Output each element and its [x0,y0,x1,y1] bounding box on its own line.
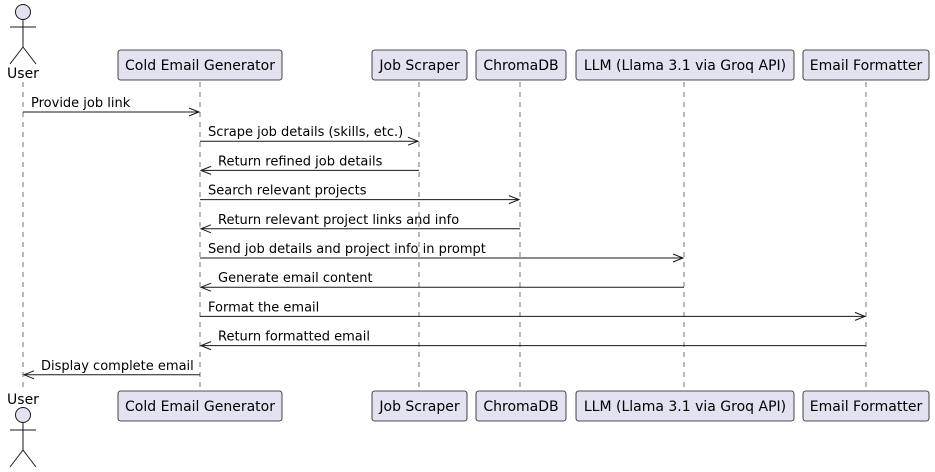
participant-box [371,49,468,81]
participant-label: LLM (Llama 3.1 via Groq API) [584,399,786,415]
participant-footer-llm: LLM (Llama 3.1 via Groq API) [575,390,795,422]
arrowhead-icon [199,282,212,292]
arrowhead-icon [508,195,521,205]
participant-label: Job Scraper [378,58,459,74]
actor-right-leg-icon [22,46,37,65]
arrowhead-icon [672,253,685,263]
message-label: Scrape job details (skills, etc.) [208,125,403,140]
participant-box [802,49,930,81]
actor-header-user: User [7,4,39,82]
participant-label: Cold Email Generator [125,399,275,415]
participant-footers: User Cold Email Generator Job Scraper Chrom… [7,390,930,468]
message-label: Provide job link [31,96,131,111]
actor-right-leg-icon [22,449,37,468]
participant-box [117,49,283,81]
actor-head-icon [15,407,31,423]
actor-figure: User [7,392,39,468]
actor-label: User [7,392,39,408]
message-label: Return relevant project links and info [218,213,459,228]
message-label: Format the email [208,300,319,315]
actor-footer-user: User [7,392,39,468]
participant-label: Email Formatter [810,58,923,74]
message-10: Display complete email [22,359,200,380]
arrowhead-icon [199,165,212,175]
message-3: Return refined job details [199,154,419,175]
message-7: Generate email content [199,271,684,292]
participant-label: Cold Email Generator [125,58,275,74]
message-4: Search relevant projects [200,184,521,205]
arrowhead-icon [199,224,212,234]
message-label: Search relevant projects [208,184,367,199]
arrowhead-icon [407,136,420,146]
participant-label: LLM (Llama 3.1 via Groq API) [584,58,786,74]
actor-left-leg-icon [9,46,24,65]
message-9: Return formatted email [199,330,866,351]
participant-label: ChromaDB [483,399,558,415]
arrowhead-icon [188,107,201,117]
participant-header-scraper: Job Scraper [371,49,468,81]
participant-label: Job Scraper [378,399,459,415]
participant-header-fmt: Email Formatter [802,49,930,81]
arrowhead-icon [854,311,867,321]
participant-label: ChromaDB [483,58,558,74]
message-label: Send job details and project info in pro… [208,242,486,257]
message-label: Generate email content [218,271,373,286]
message-5: Return relevant project links and info [199,213,520,234]
participant-box [575,49,795,81]
arrowhead-icon [199,341,212,351]
participant-footer-gen: Cold Email Generator [117,390,283,422]
message-8: Format the email [200,300,867,321]
participant-box [117,390,283,422]
participant-box [475,390,567,422]
actor-figure: User [7,4,39,82]
message-label: Return refined job details [218,154,383,169]
participant-footer-scraper: Job Scraper [371,390,468,422]
message-label: Display complete email [41,359,194,374]
message-2: Scrape job details (skills, etc.) [200,125,420,146]
actor-label: User [7,66,39,82]
participant-box [802,390,930,422]
participant-header-gen: Cold Email Generator [117,49,283,81]
message-label: Return formatted email [218,330,370,345]
participant-headers: User Cold Email Generator Job Scraper Chrom… [7,4,930,82]
actor-left-leg-icon [9,449,24,468]
participant-header-llm: LLM (Llama 3.1 via Groq API) [575,49,795,81]
participant-footer-fmt: Email Formatter [802,390,930,422]
participant-box [475,49,567,81]
arrowhead-icon [22,370,35,380]
lifelines [22,82,867,392]
message-6: Send job details and project info in pro… [200,242,685,263]
participant-box [371,390,468,422]
actor-head-icon [15,4,31,20]
participant-footer-chroma: ChromaDB [475,390,567,422]
message-1: Provide job link [23,96,201,117]
participant-label: Email Formatter [810,399,923,415]
participant-box [575,390,795,422]
participant-header-chroma: ChromaDB [475,49,567,81]
